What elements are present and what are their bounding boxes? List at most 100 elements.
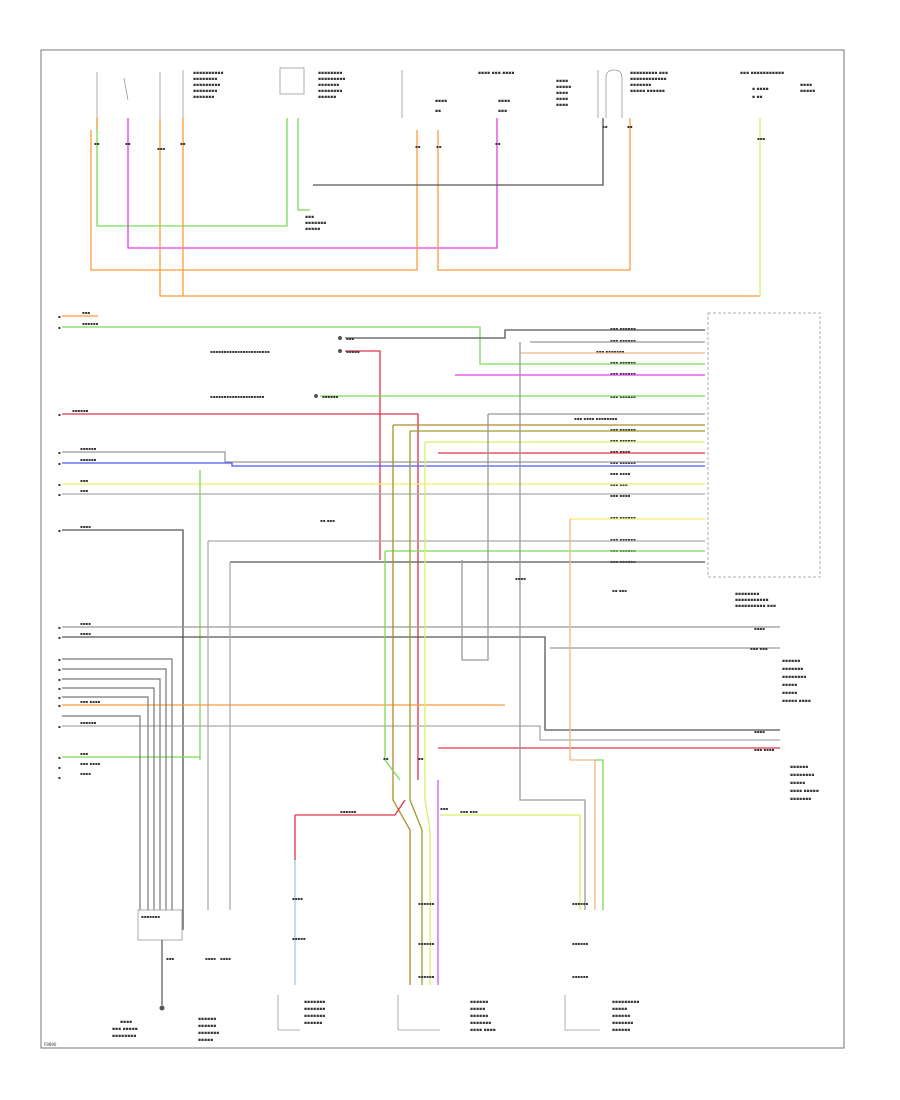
svg-text:▪▪▪▪: ▪▪▪▪ (754, 626, 765, 631)
top-relay: ▪▪▪▪▪▪▪▪ ▪▪▪▪▪▪▪▪▪ ▪▪▪▪▪▪▪ ▪▪▪▪▪▪▪▪ ▪▪▪▪… (279, 67, 345, 232)
svg-text:▪▪▪▪▪▪: ▪▪▪▪▪▪ (340, 809, 357, 814)
svg-text:▪: ▪ (58, 412, 61, 417)
svg-text:▪▪▪▪▪▪: ▪▪▪▪▪▪ (470, 1014, 488, 1019)
svg-text:▪▪▪▪▪▪▪▪: ▪▪▪▪▪▪▪▪ (790, 773, 814, 778)
svg-text:▪: ▪ (58, 314, 61, 319)
bottom-sensor-1: ▪▪▪▪ ▪▪▪▪ ▪▪▪▪▪▪ ▪▪▪▪▪▪ ▪▪▪▪▪▪▪ ▪▪▪▪▪ (198, 956, 231, 1043)
svg-text:▪▪▪▪▪▪▪: ▪▪▪▪▪▪▪ (304, 1000, 325, 1005)
svg-text:▪▪▪▪▪▪▪▪: ▪▪▪▪▪▪▪▪ (112, 1034, 136, 1039)
svg-text:▪▪▪▪▪▪: ▪▪▪▪▪▪ (80, 446, 97, 451)
svg-text:▪▪▪▪▪▪: ▪▪▪▪▪▪ (572, 974, 589, 979)
svg-text:▪▪▪▪▪▪▪: ▪▪▪▪▪▪▪ (790, 797, 811, 802)
svg-text:▪▪: ▪▪ (495, 141, 501, 146)
svg-text:▪▪▪ ▪▪▪▪▪▪: ▪▪▪ ▪▪▪▪▪▪ (610, 371, 636, 376)
svg-text:▪▪▪▪▪▪▪▪▪: ▪▪▪▪▪▪▪▪▪ (318, 77, 345, 82)
svg-text:▪▪▪▪▪▪: ▪▪▪▪▪▪ (782, 659, 800, 664)
svg-text:▪▪ ▪▪▪: ▪▪ ▪▪▪ (612, 588, 627, 593)
svg-text:▪▪▪ ▪▪▪▪▪▪: ▪▪▪ ▪▪▪▪▪▪ (610, 537, 636, 542)
svg-text:▪▪▪▪▪▪: ▪▪▪▪▪▪ (72, 408, 89, 413)
svg-text:▪▪▪ ▪▪▪▪▪▪▪▪▪▪▪: ▪▪▪ ▪▪▪▪▪▪▪▪▪▪▪ (740, 71, 784, 76)
svg-text:▪: ▪ (58, 677, 61, 682)
svg-text:▪▪: ▪▪ (436, 144, 442, 149)
svg-text:▪▪▪▪▪▪: ▪▪▪▪▪▪ (304, 1021, 322, 1026)
svg-text:▪▪▪ ▪▪▪▪▪▪: ▪▪▪ ▪▪▪▪▪▪ (610, 326, 636, 331)
svg-text:▪▪▪▪▪▪▪: ▪▪▪▪▪▪▪ (782, 667, 803, 672)
svg-text:▪▪▪▪▪ ▪▪▪▪: ▪▪▪▪▪ ▪▪▪▪ (782, 699, 811, 704)
svg-text:▪▪▪▪▪: ▪▪▪▪▪ (782, 691, 797, 696)
svg-text:▪▪: ▪▪ (627, 124, 633, 129)
svg-text:▪▪▪▪: ▪▪▪▪ (80, 771, 91, 776)
svg-text:▪▪▪: ▪▪▪ (80, 478, 88, 483)
svg-text:▪▪▪▪▪▪▪▪: ▪▪▪▪▪▪▪▪ (735, 592, 759, 597)
svg-text:▪▪▪ ▪▪▪▪: ▪▪▪ ▪▪▪▪ (754, 747, 775, 752)
svg-text:▪▪▪▪▪▪▪: ▪▪▪▪▪▪▪ (470, 1021, 491, 1026)
svg-text:▪▪▪▪: ▪▪▪▪ (80, 524, 91, 529)
top-left-switch: ▪▪▪▪▪▪▪▪▪▪ ▪▪▪▪▪▪▪▪ ▪▪▪▪▪▪▪▪▪ ▪▪▪▪▪▪▪▪ ▪… (96, 70, 224, 118)
svg-text:▪▪▪▪▪▪: ▪▪▪▪▪▪ (612, 1028, 630, 1033)
svg-text:▪▪▪▪▪▪▪▪: ▪▪▪▪▪▪▪▪ (193, 77, 217, 82)
svg-text:▪▪▪ ▪▪▪▪▪▪: ▪▪▪ ▪▪▪▪▪▪ (610, 338, 636, 343)
svg-text:▪▪▪▪: ▪▪▪▪ (80, 621, 91, 626)
svg-text:▪▪▪▪▪: ▪▪▪▪▪ (790, 781, 805, 786)
bottom-sensor-2: ▪▪▪▪▪▪▪ ▪▪▪▪▪▪▪ ▪▪▪▪▪▪▪ ▪▪▪▪▪▪ ▪▪▪▪ ▪▪▪▪… (277, 896, 325, 1031)
svg-text:▪▪▪▪: ▪▪▪▪ (292, 896, 303, 901)
svg-text:▪▪▪: ▪▪▪ (440, 806, 448, 811)
svg-text:▪▪▪▪▪▪▪▪▪▪▪: ▪▪▪▪▪▪▪▪▪▪▪ (735, 598, 769, 603)
svg-text:▪▪▪ ▪▪▪▪ ▪▪▪▪▪▪▪▪: ▪▪▪ ▪▪▪▪ ▪▪▪▪▪▪▪▪ (574, 416, 617, 421)
svg-text:▪▪▪▪▪▪▪: ▪▪▪▪▪▪▪ (630, 83, 651, 88)
left-bundle (62, 658, 173, 910)
svg-text:▪: ▪ (58, 765, 61, 770)
svg-text:▪▪▪: ▪▪▪ (80, 488, 88, 493)
svg-text:▪▪▪▪▪▪: ▪▪▪▪▪▪ (198, 1024, 216, 1029)
svg-text:▪▪▪▪: ▪▪▪▪ (556, 79, 568, 84)
svg-text:▪▪▪▪▪▪: ▪▪▪▪▪▪ (790, 765, 808, 770)
svg-text:▪: ▪ (58, 528, 61, 533)
svg-text:▪▪▪▪: ▪▪▪▪ (220, 956, 231, 961)
svg-text:▪▪▪ ▪▪▪▪▪▪: ▪▪▪ ▪▪▪▪▪▪ (610, 427, 636, 432)
top-wires (90, 118, 761, 297)
middle-labels: ▪▪▪ ▪▪▪▪▪▪▪▪▪▪▪▪▪▪▪▪▪▪▪▪▪▪ ▪▪▪▪▪ ▪▪▪▪▪▪▪… (210, 336, 627, 593)
svg-text:▪: ▪ (58, 625, 61, 630)
svg-text:▪▪: ▪▪ (602, 124, 608, 129)
svg-text:▪▪▪▪: ▪▪▪▪ (556, 103, 568, 108)
svg-text:▪▪: ▪▪ (180, 141, 186, 146)
svg-text:▪▪▪▪: ▪▪▪▪ (515, 576, 526, 581)
svg-text:▪▪▪▪▪▪: ▪▪▪▪▪▪ (198, 1017, 216, 1022)
svg-text:▪▪▪▪▪: ▪▪▪▪▪ (305, 227, 320, 232)
svg-text:▪▪▪▪▪▪▪▪▪▪: ▪▪▪▪▪▪▪▪▪▪ (193, 71, 224, 76)
svg-text:▪▪ ▪▪▪: ▪▪ ▪▪▪ (320, 518, 335, 523)
svg-text:▪▪▪▪▪ ▪▪▪▪▪▪: ▪▪▪▪▪ ▪▪▪▪▪▪ (630, 89, 665, 94)
svg-text:▪▪▪▪▪▪▪▪▪: ▪▪▪▪▪▪▪▪▪ (612, 1000, 639, 1005)
svg-text:▪▪▪ ▪▪▪▪: ▪▪▪ ▪▪▪▪ (610, 449, 631, 454)
svg-text:▪▪▪ ▪▪▪▪: ▪▪▪ ▪▪▪▪ (610, 471, 631, 476)
top-right-fuse: ▪▪▪ ▪▪▪▪▪▪▪▪▪▪▪ ▪ ▪▪▪▪ ▪ ▪▪ ▪▪▪▪ ▪▪▪▪▪ (740, 71, 815, 100)
svg-text:▪▪▪▪▪▪▪: ▪▪▪▪▪▪▪ (141, 914, 160, 919)
svg-text:▪▪▪: ▪▪▪ (346, 336, 354, 341)
svg-text:▪: ▪ (58, 686, 61, 691)
center-vertical-wires (207, 342, 604, 985)
ecm-module: ▪▪▪▪▪▪▪▪ ▪▪▪▪▪▪▪▪▪▪▪ ▪▪▪▪▪▪▪▪▪▪ ▪▪▪ (707, 312, 821, 609)
svg-text:▪▪▪▪ ▪▪▪▪▪: ▪▪▪▪ ▪▪▪▪▪ (790, 789, 819, 794)
svg-text:▪▪▪▪▪▪▪: ▪▪▪▪▪▪▪ (193, 95, 214, 100)
svg-text:▪▪▪▪: ▪▪▪▪ (435, 99, 447, 104)
svg-text:▪▪▪▪: ▪▪▪▪ (556, 91, 568, 96)
bottom-left-connector: ▪▪▪▪▪▪▪ ▪▪▪▪ ▪▪▪ ▪▪▪▪▪ ▪▪▪▪▪▪▪▪ ▪▪▪ (112, 909, 183, 1039)
svg-text:▪: ▪ (58, 775, 61, 780)
svg-text:▪: ▪ (58, 755, 61, 760)
svg-text:▪▪▪▪▪▪▪: ▪▪▪▪▪▪▪ (304, 1007, 325, 1012)
svg-text:▪: ▪ (58, 325, 61, 330)
svg-text:▪: ▪ (58, 492, 61, 497)
svg-text:▪▪▪: ▪▪▪ (757, 136, 765, 141)
svg-text:▪▪▪▪▪▪: ▪▪▪▪▪▪ (572, 901, 589, 906)
svg-text:▪▪▪▪▪▪▪: ▪▪▪▪▪▪▪ (305, 221, 326, 226)
svg-text:▪: ▪ (58, 635, 61, 640)
svg-text:▪▪▪▪▪: ▪▪▪▪▪ (346, 349, 360, 354)
middle-wires (62, 315, 780, 930)
svg-text:▪▪▪▪▪▪▪▪: ▪▪▪▪▪▪▪▪ (318, 71, 342, 76)
svg-text:▪▪▪▪▪▪: ▪▪▪▪▪▪ (322, 394, 339, 399)
svg-text:▪ ▪▪: ▪ ▪▪ (752, 95, 763, 100)
svg-text:▪▪▪▪▪▪▪▪▪: ▪▪▪▪▪▪▪▪▪ (193, 83, 220, 88)
svg-text:▪▪▪: ▪▪▪ (498, 109, 507, 114)
svg-text:▪: ▪ (58, 461, 61, 466)
svg-text:▪▪▪▪▪▪: ▪▪▪▪▪▪ (318, 95, 336, 100)
